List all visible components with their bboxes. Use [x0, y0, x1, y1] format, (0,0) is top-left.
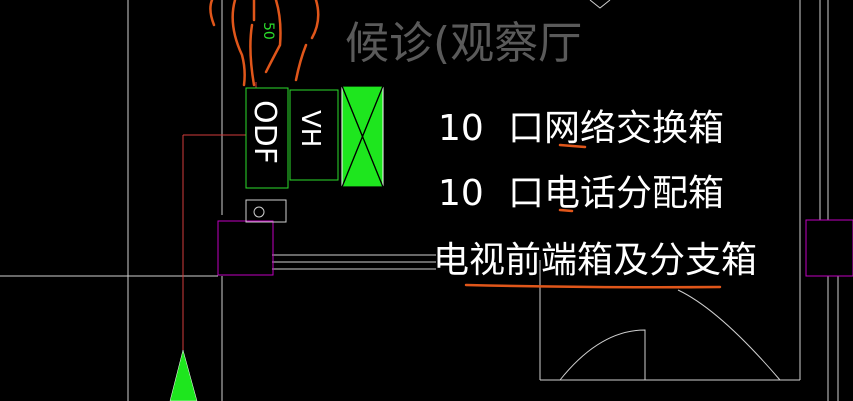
legend-text-1: 口网络交换箱: [508, 108, 724, 149]
marker-text: 50: [260, 22, 276, 40]
outlet-circle: [253, 206, 265, 218]
orange-annotations: [209, 0, 722, 289]
legend-text-3: 电视前端箱及分支箱: [433, 240, 757, 281]
vh-box: [289, 89, 339, 181]
red-cable-route: [182, 82, 257, 350]
hourglass-cross: [341, 85, 384, 188]
vh-label: VH: [295, 110, 325, 147]
odf-label: ODF: [247, 100, 282, 164]
green-triangle-icon: [169, 349, 198, 401]
legend-number-1: 10: [438, 108, 484, 149]
room-name: 候诊(观察厅: [345, 18, 582, 69]
outlet-box: [245, 199, 287, 223]
legend-number-2: 10: [438, 173, 484, 214]
legend-text-2: 口电话分配箱: [508, 173, 724, 214]
odf-box: [245, 87, 289, 189]
